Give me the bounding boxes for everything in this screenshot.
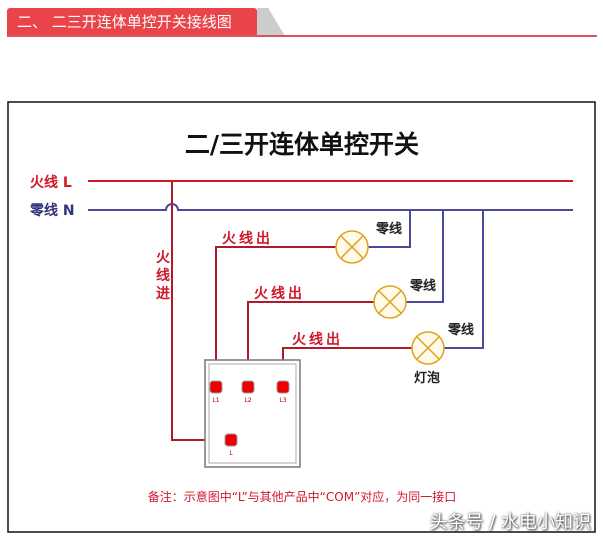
bulb-label: 灯泡 [414,370,440,386]
bulb-icon [373,285,407,319]
terminal-l [224,433,238,447]
svg-text:L1: L1 [212,397,219,404]
neutral-label-3: 零线 [447,322,474,338]
svg-text:L: L [229,450,233,457]
section-header: 二、 二三开连体单控开关接线图 [7,8,257,36]
live-out-label: 火线出 [254,285,305,302]
live-out-label: 火线出 [292,331,343,348]
live-out-wire-2 [247,301,374,385]
header-rule [7,35,597,37]
neutral-wire-3 [444,210,484,349]
switch-body: L1 L2 L3 L [204,359,301,468]
live-label: 火线 L [30,174,72,191]
bulb-icon [335,230,369,264]
live-out-wire-1 [215,246,336,385]
neutral-label: 零线 N [29,202,75,219]
live-in-char: 线 [156,267,170,284]
terminal-l1 [209,380,223,394]
terminal-l3 [276,380,290,394]
diagram-title: 二/三开连体单控开关 [185,130,419,159]
note: 备注：示意图中“L”与其他产品中“COM”对应，为同一接口 [148,489,457,504]
neutral-wire-2 [406,210,444,303]
svg-text:L2: L2 [244,397,251,404]
diagram-frame [7,101,596,533]
neutral-label-1: 零线 [375,221,402,237]
live-in-char: 火 [156,250,171,266]
neutral-label-2: 零线 [409,278,436,294]
terminal-l2 [241,380,255,394]
svg-text:L3: L3 [279,397,286,404]
bulb-icon [411,331,445,365]
watermark: 头条号 / 水电小知识 [429,512,591,533]
live-out-label: 火线出 [222,230,273,247]
neutral-wire-1 [368,210,411,248]
live-in-char: 进 [156,286,170,302]
